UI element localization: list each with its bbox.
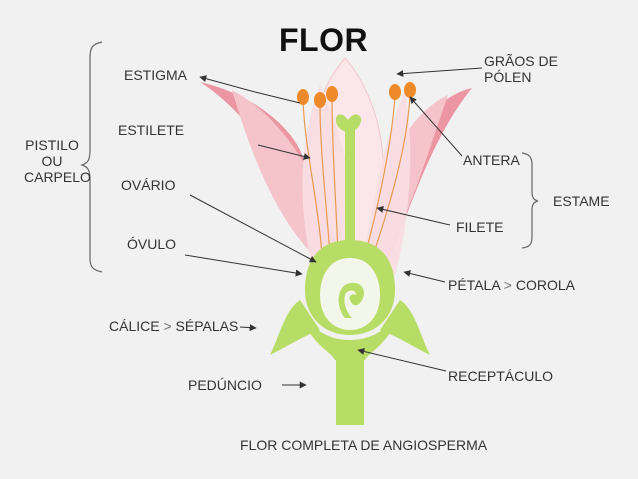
ovary-chamber	[320, 258, 380, 330]
peduncle	[336, 355, 364, 425]
arrow-filete	[376, 206, 451, 226]
arrow-graos	[396, 67, 483, 78]
figure-caption: FLOR COMPLETA DE ANGIOSPERMA	[240, 437, 488, 453]
style-stalk	[345, 128, 355, 248]
pistilo-bracket	[80, 41, 103, 273]
arrow-estigma	[199, 75, 256, 93]
label-calice: CÁLICE	[109, 318, 160, 334]
page-title: FLOR	[279, 22, 369, 58]
anther	[326, 86, 338, 102]
sepals	[270, 300, 430, 355]
arrow-antera	[409, 96, 463, 157]
filament	[371, 93, 411, 259]
label-receptaculo: RECEPTÁCULO	[448, 368, 554, 384]
label-graos-line2: PÓLEN	[484, 69, 532, 85]
petals	[200, 57, 472, 280]
petal-front-right	[360, 90, 411, 280]
pointer-arrows	[184, 67, 483, 389]
label-ovario: OVÁRIO	[121, 177, 176, 193]
label-pistilo-line1: PISTILO	[25, 137, 79, 153]
label-pistilo-line3: CARPELO	[24, 169, 91, 185]
label-ovulo: ÓVULO	[127, 236, 177, 252]
label-filete: FILETE	[456, 219, 504, 235]
label-pistilo: PISTILO OU CARPELO	[24, 137, 91, 185]
label-graos-line1: GRÃOS DE	[484, 53, 558, 69]
label-pedunculo: PEDÚNCIO	[188, 377, 262, 393]
chevron-separator-icon: >	[503, 277, 512, 293]
arrow-estilete	[257, 144, 311, 160]
arrow-petala	[403, 270, 446, 283]
ovule	[338, 282, 365, 318]
label-pistilo-line2: OU	[41, 153, 63, 169]
label-petala-corola: PÉTALA > COROLA	[448, 277, 575, 293]
label-estigma: ESTIGMA	[124, 67, 188, 83]
stigma	[335, 114, 362, 132]
arrow-ovulo	[184, 254, 303, 277]
label-estilete: ESTILETE	[118, 122, 185, 138]
filament	[364, 95, 396, 256]
label-calice-sepalas: CÁLICE > SÉPALAS	[109, 318, 238, 334]
label-antera: ANTERA	[463, 152, 520, 168]
anther	[297, 89, 309, 105]
estame-bracket	[521, 152, 539, 249]
receptacle	[300, 310, 400, 360]
anther	[314, 92, 326, 108]
anther	[389, 84, 401, 100]
anthers	[297, 82, 416, 108]
label-graos-de-polen: GRÃOS DE PÓLEN	[484, 53, 558, 85]
label-estame: ESTAME	[553, 193, 610, 209]
stamens	[302, 93, 411, 259]
petal-front	[302, 85, 353, 280]
label-corola: COROLA	[515, 277, 575, 293]
label-petala: PÉTALA	[448, 277, 500, 293]
filament	[302, 99, 323, 256]
arrow-receptaculo	[357, 348, 447, 372]
anther	[404, 82, 416, 98]
arrow-estigma-line	[254, 91, 301, 104]
filament	[319, 102, 331, 256]
arrow-calice	[239, 324, 257, 332]
filament	[331, 96, 339, 256]
label-sepalas: SÉPALAS	[175, 318, 239, 334]
arrow-ovario	[189, 194, 317, 263]
chevron-separator-icon: >	[163, 318, 172, 334]
